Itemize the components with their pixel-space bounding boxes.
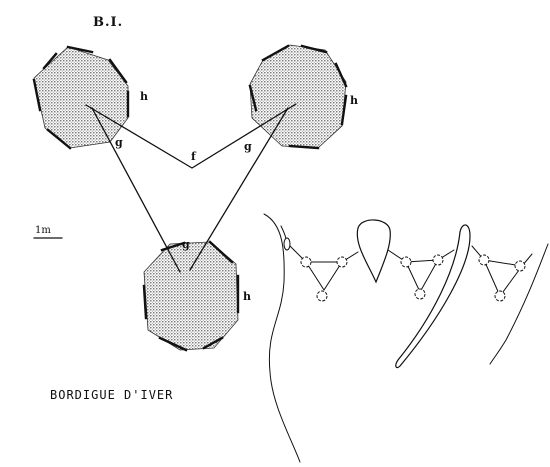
label-h-right: h bbox=[350, 94, 358, 107]
post-bottom bbox=[142, 240, 240, 352]
figure-title: B.I. bbox=[93, 15, 123, 30]
shoreline-left bbox=[263, 213, 301, 463]
label-g-left: g bbox=[115, 136, 123, 149]
label-h-left: h bbox=[140, 90, 148, 103]
label-f: f bbox=[191, 150, 197, 163]
label-g-right: g bbox=[244, 140, 252, 153]
post-right bbox=[248, 44, 348, 150]
label-h-bottom: h bbox=[243, 290, 251, 303]
post-left bbox=[32, 45, 130, 150]
figure-caption: BORDIGUE D'IVER bbox=[50, 388, 173, 402]
net-lines bbox=[85, 103, 297, 273]
shoreline-right bbox=[489, 243, 549, 365]
label-g-bottom: g bbox=[182, 238, 190, 251]
scale-label: 1m bbox=[35, 225, 51, 236]
curved-spit bbox=[395, 224, 471, 369]
scale-bar: 1m bbox=[33, 225, 63, 239]
teardrop-shape bbox=[356, 219, 391, 284]
plan-sketch bbox=[263, 213, 549, 463]
